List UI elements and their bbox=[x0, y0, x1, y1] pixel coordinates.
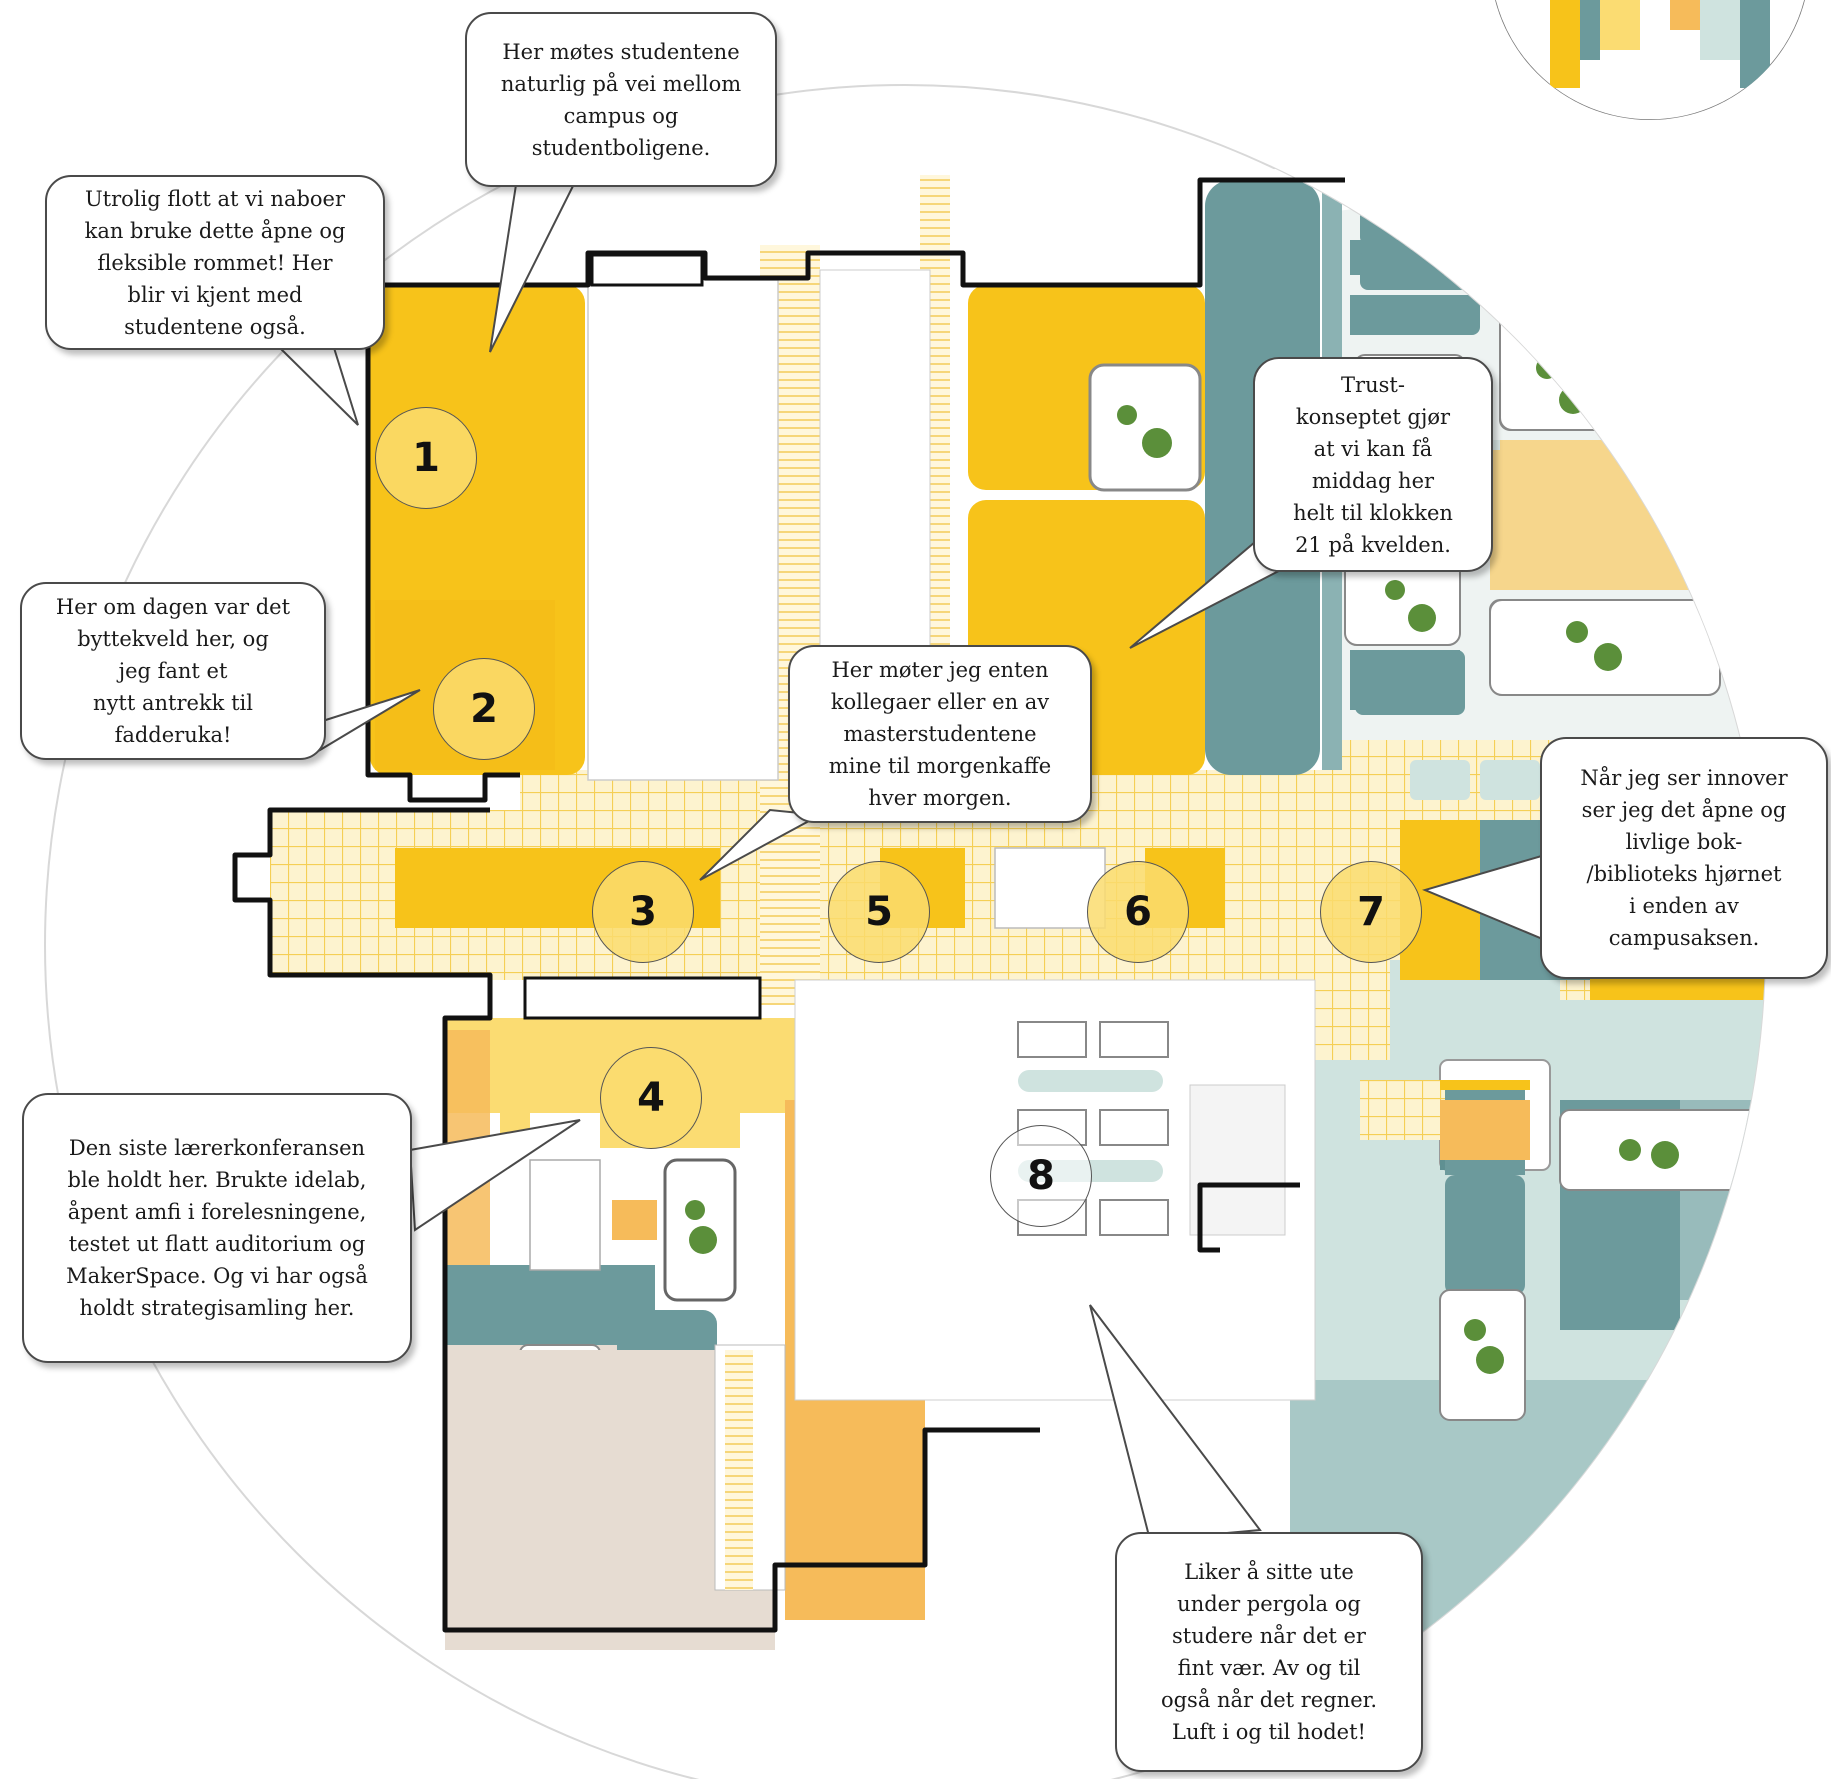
zone-marker-5[interactable]: 5 bbox=[828, 861, 930, 963]
zone-marker-label: 2 bbox=[470, 686, 498, 732]
zone-marker-6[interactable]: 6 bbox=[1087, 861, 1189, 963]
zone-marker-label: 8 bbox=[1027, 1153, 1055, 1199]
zone-marker-label: 1 bbox=[412, 435, 440, 481]
speech-bubble-pergola: Liker å sitte ute under pergola og stude… bbox=[1115, 1532, 1423, 1772]
speech-bubble-teacher-conference: Den siste lærerkonferansen ble holdt her… bbox=[22, 1093, 412, 1363]
key-map-thumbnail bbox=[1490, 0, 1810, 120]
zone-marker-3[interactable]: 3 bbox=[592, 861, 694, 963]
zone-marker-label: 3 bbox=[629, 889, 657, 935]
speech-bubble-trust-concept: Trust- konseptet gjør at vi kan få midda… bbox=[1253, 357, 1493, 572]
speech-bubble-swap-evening: Her om dagen var det byttekveld her, og … bbox=[20, 582, 326, 760]
zone-marker-label: 4 bbox=[637, 1075, 665, 1121]
speech-bubble-library-corner: Når jeg ser innover ser jeg det åpne og … bbox=[1540, 737, 1828, 979]
building-outline bbox=[232, 177, 1345, 1633]
speech-bubble-students-meet: Her møtes studentene naturlig på vei mel… bbox=[465, 12, 777, 187]
zone-marker-2[interactable]: 2 bbox=[433, 658, 535, 760]
speech-bubble-neighbours: Utrolig flott at vi naboer kan bruke det… bbox=[45, 175, 385, 350]
zone-marker-8[interactable]: 8 bbox=[990, 1125, 1092, 1227]
zone-marker-1[interactable]: 1 bbox=[375, 407, 477, 509]
zone-marker-label: 6 bbox=[1124, 889, 1152, 935]
zone-marker-4[interactable]: 4 bbox=[600, 1047, 702, 1149]
zone-marker-label: 5 bbox=[865, 889, 893, 935]
speech-bubble-morning-coffee: Her møter jeg enten kollegaer eller en a… bbox=[788, 645, 1092, 823]
zone-marker-7[interactable]: 7 bbox=[1320, 861, 1422, 963]
zone-marker-label: 7 bbox=[1357, 889, 1385, 935]
